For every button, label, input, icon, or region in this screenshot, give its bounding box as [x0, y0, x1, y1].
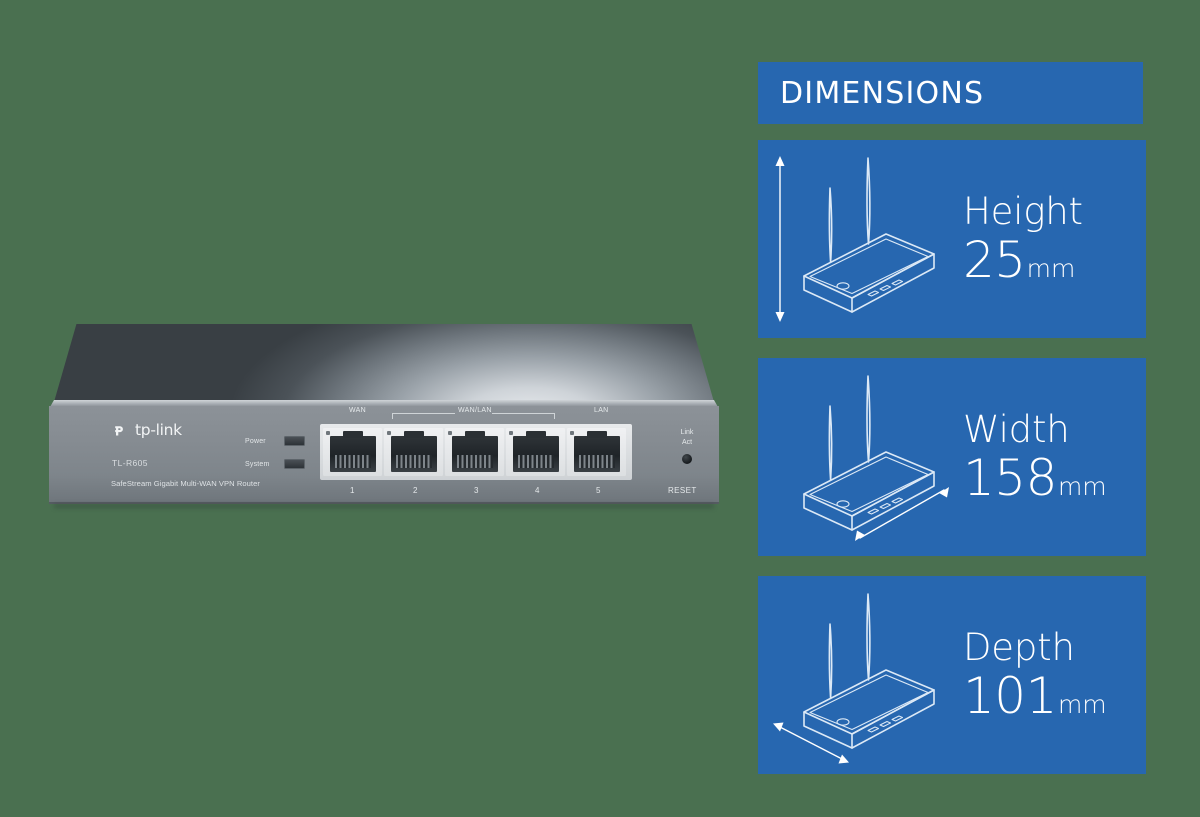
- port-number-4: 4: [535, 486, 540, 495]
- act-label: Act: [681, 439, 693, 446]
- brand-logo: tp-link: [111, 420, 182, 440]
- width-arrow: [855, 487, 949, 541]
- rj45-pins: [395, 455, 432, 468]
- port-led-icon: [326, 431, 330, 435]
- brand-name: tp-link: [135, 421, 182, 439]
- wan-group-label: WAN: [349, 407, 366, 414]
- system-led-window: [284, 459, 305, 469]
- port-number-2: 2: [413, 486, 418, 495]
- dimension-value-width: 158: [963, 449, 1057, 507]
- port-number-1: 1: [350, 486, 355, 495]
- link-act-label: Link Act: [674, 428, 700, 448]
- router-body-outline: [803, 233, 935, 313]
- dimension-label-depth: Depth: [963, 626, 1075, 669]
- wanlan-group-label: WAN/LAN: [458, 407, 492, 414]
- router-outline-illustration-width: [758, 358, 963, 556]
- router-front-panel: tp-link TL-R605 SafeStream Gigabit Multi…: [49, 406, 719, 504]
- dimension-unit-depth: mm: [1057, 690, 1107, 719]
- rj45-port-5: [567, 428, 626, 476]
- antenna-long: [866, 157, 871, 245]
- rj45-jack-icon: [329, 431, 376, 472]
- dimension-card-width: Width 158 mm: [758, 358, 1146, 556]
- dimension-text-depth: Depth 101 mm: [963, 626, 1146, 725]
- antenna-long: [866, 593, 871, 681]
- power-indicator: Power: [245, 436, 305, 446]
- rj45-jack-icon: [573, 431, 620, 472]
- product-tagline: SafeStream Gigabit Multi-WAN VPN Router: [111, 479, 260, 488]
- indicator-led-outline: [836, 500, 850, 508]
- dimension-text-width: Width 158 mm: [963, 408, 1146, 507]
- antenna-short: [828, 623, 833, 699]
- rj45-jack-icon: [512, 431, 559, 472]
- dimension-label-height: Height: [963, 190, 1083, 233]
- power-led-window: [284, 436, 305, 446]
- dimensions-panel: DIMENSIONS: [758, 62, 1146, 794]
- antenna-long: [866, 375, 871, 463]
- indicator-led-outline: [836, 718, 850, 726]
- indicator-led-outline: [836, 282, 850, 290]
- router-outline-illustration-depth: [758, 576, 963, 774]
- wanlan-bracket: [392, 413, 555, 419]
- dimension-text-height: Height 25 mm: [963, 190, 1146, 289]
- dimension-unit-width: mm: [1057, 472, 1107, 501]
- power-indicator-label: Power: [245, 437, 266, 445]
- dimension-unit-height: mm: [1026, 254, 1076, 283]
- rj45-port-2: [384, 428, 443, 476]
- router-shadow: [54, 504, 714, 510]
- router-outline-illustration-height: [758, 140, 963, 338]
- router-device: tp-link TL-R605 SafeStream Gigabit Multi…: [40, 318, 730, 518]
- port-led-icon: [387, 431, 391, 435]
- port-slots: [867, 715, 903, 733]
- port-number-3: 3: [474, 486, 479, 495]
- height-arrow: [775, 156, 785, 322]
- dimension-value-height: 25: [963, 231, 1026, 289]
- rj45-port-1: [323, 428, 382, 476]
- router-top-panel: [54, 324, 714, 402]
- model-number: TL-R605: [112, 458, 148, 468]
- rj45-pins: [456, 455, 493, 468]
- rj45-port-4: [506, 428, 565, 476]
- reset-label: RESET: [668, 486, 697, 495]
- lan-group-label: LAN: [594, 407, 609, 414]
- rj45-jack-icon: [451, 431, 498, 472]
- rj45-jack-icon: [390, 431, 437, 472]
- rj45-pins: [578, 455, 615, 468]
- depth-arrow: [773, 722, 849, 764]
- port-bezel: [320, 424, 632, 480]
- port-led-icon: [448, 431, 452, 435]
- rj45-pins: [517, 455, 554, 468]
- rj45-pins: [334, 455, 371, 468]
- product-photo: tp-link TL-R605 SafeStream Gigabit Multi…: [40, 318, 730, 518]
- tp-link-logo-icon: [111, 420, 131, 440]
- dimension-value-depth: 101: [963, 667, 1057, 725]
- port-number-5: 5: [596, 486, 601, 495]
- port-slots: [867, 279, 903, 297]
- router-top-edge: [50, 400, 718, 407]
- dimensions-header: DIMENSIONS: [758, 62, 1143, 124]
- dimension-card-depth: Depth 101 mm: [758, 576, 1146, 774]
- router-body-outline: [803, 451, 935, 531]
- dimensions-header-label: DIMENSIONS: [780, 75, 985, 111]
- antenna-short: [828, 187, 833, 263]
- port-led-icon: [509, 431, 513, 435]
- rj45-port-3: [445, 428, 504, 476]
- reset-button[interactable]: [682, 454, 692, 464]
- port-led-icon: [570, 431, 574, 435]
- dimension-label-width: Width: [963, 408, 1070, 451]
- router-body-outline: [803, 669, 935, 749]
- port-slots: [867, 497, 903, 515]
- antenna-short: [828, 405, 833, 481]
- system-indicator: System: [245, 459, 305, 469]
- link-label: Link: [680, 429, 694, 436]
- dimension-card-height: Height 25 mm: [758, 140, 1146, 338]
- system-indicator-label: System: [245, 460, 270, 468]
